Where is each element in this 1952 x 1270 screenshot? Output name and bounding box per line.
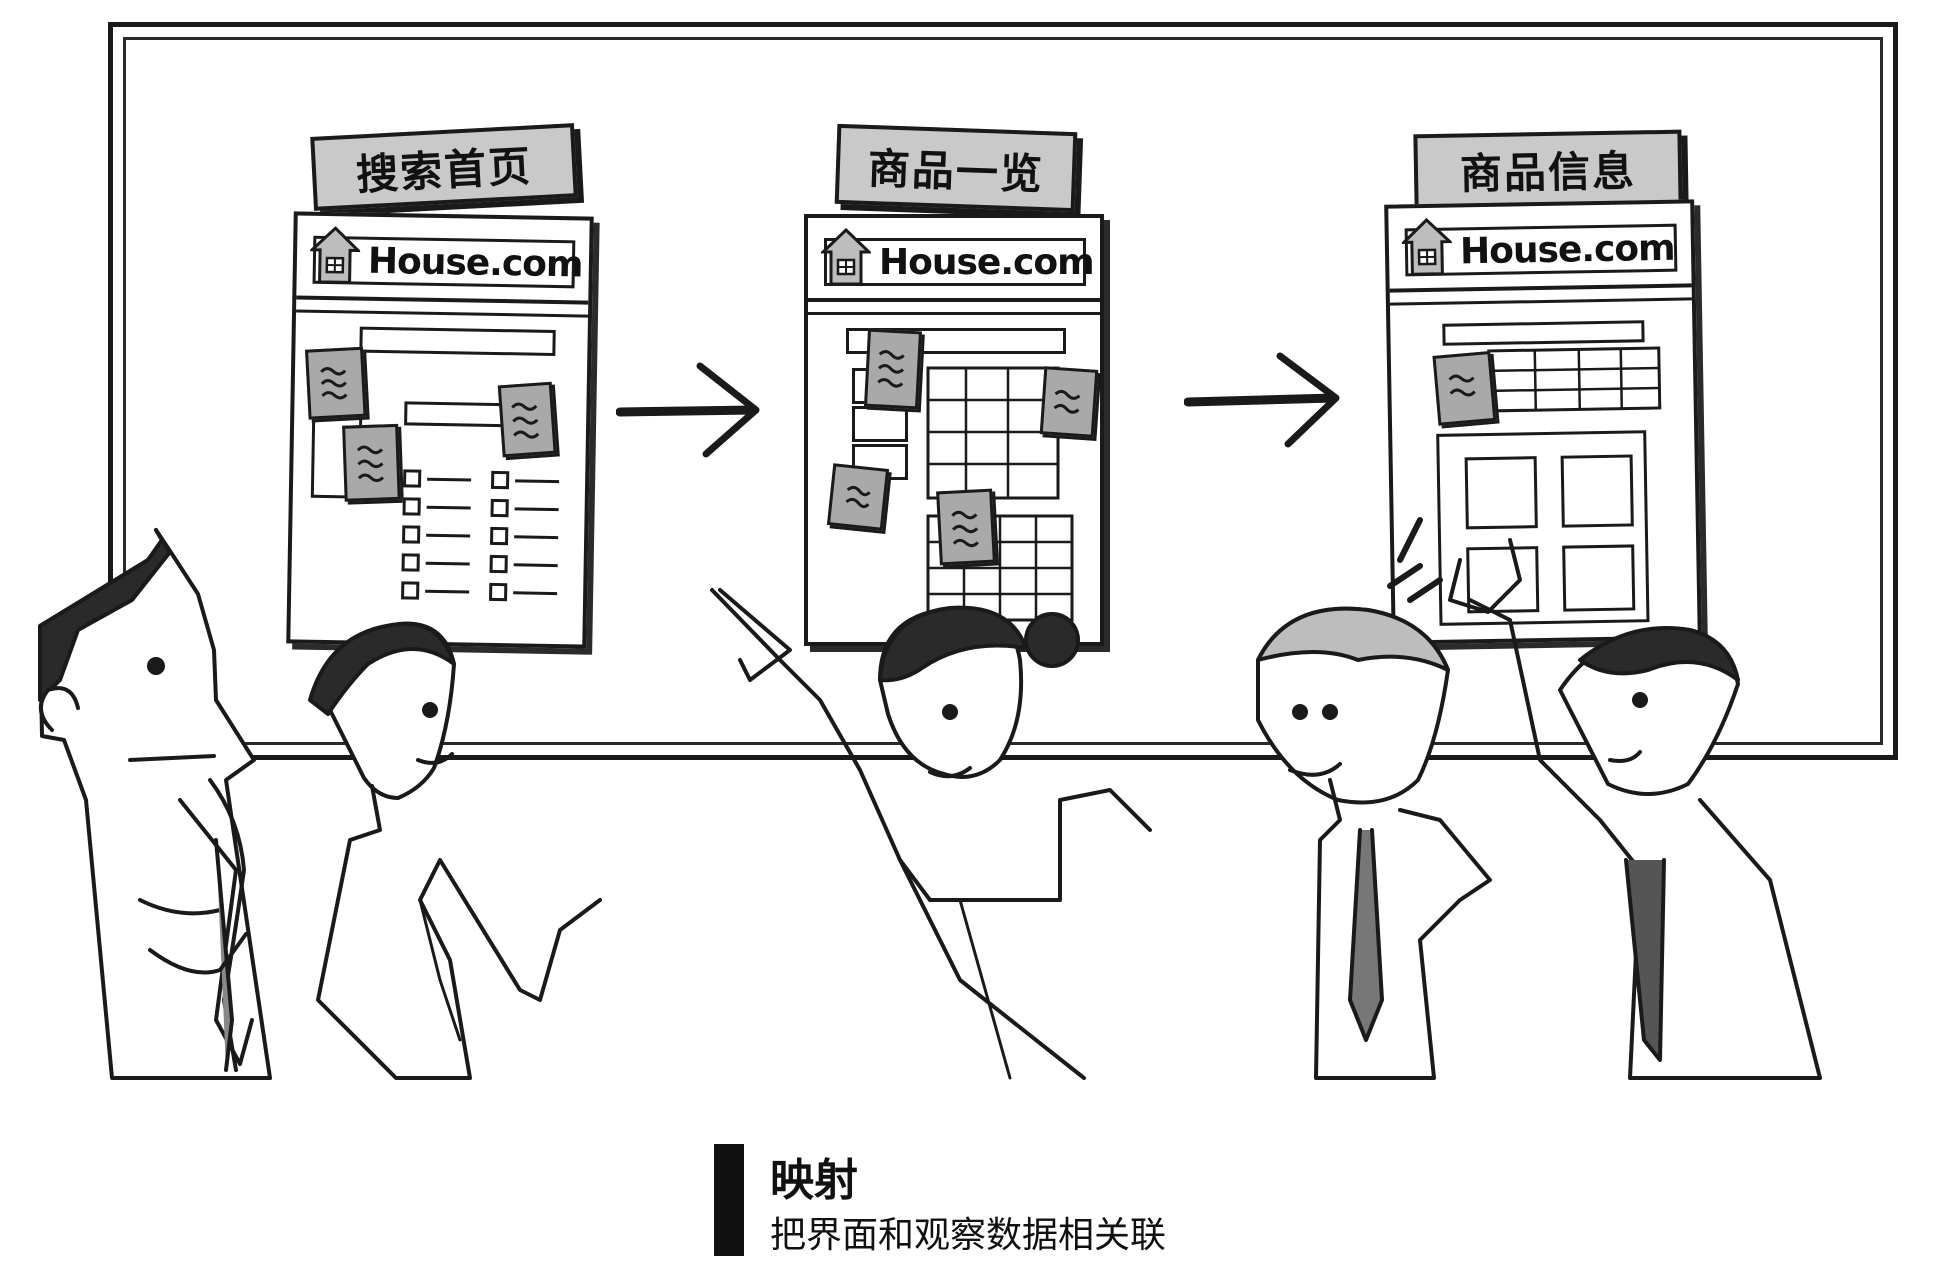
page-header: House.com — [808, 218, 1100, 315]
house-logo-icon — [821, 228, 871, 286]
page-header: House.com — [296, 215, 590, 305]
logo-bar: House.com — [309, 226, 583, 289]
sticky-note-icon — [863, 328, 923, 410]
filter-box — [852, 406, 908, 442]
sticky-note-icon — [305, 346, 367, 420]
caption-marker — [714, 1144, 744, 1256]
sticky-note-icon — [342, 423, 401, 502]
right-arrow-icon — [616, 362, 760, 458]
page-header: House.com — [1388, 203, 1692, 293]
team-illustration — [38, 517, 1822, 1080]
page-product-list: House.com — [804, 214, 1104, 646]
sticky-note-icon — [1039, 366, 1099, 438]
right-arrow-icon — [1184, 352, 1340, 448]
sticky-note-icon — [497, 381, 557, 458]
caption-subtitle: 把界面和观察数据相关联 — [770, 1215, 1167, 1256]
caption-title: 映射 — [770, 1155, 858, 1206]
sticky-note-icon — [1432, 350, 1497, 426]
logo-text: House.com — [879, 241, 1095, 283]
sticky-note-icon — [826, 463, 890, 531]
page-product-detail: House.com — [1384, 199, 1702, 645]
sticky-note-icon — [936, 488, 996, 566]
logo-bar: House.com — [821, 228, 1095, 286]
logo-bar: House.com — [1401, 217, 1678, 277]
page-search-home: House.com — [286, 211, 594, 649]
spec-table — [1487, 346, 1662, 413]
house-logo-icon — [1401, 217, 1453, 276]
house-logo-icon — [309, 226, 361, 284]
